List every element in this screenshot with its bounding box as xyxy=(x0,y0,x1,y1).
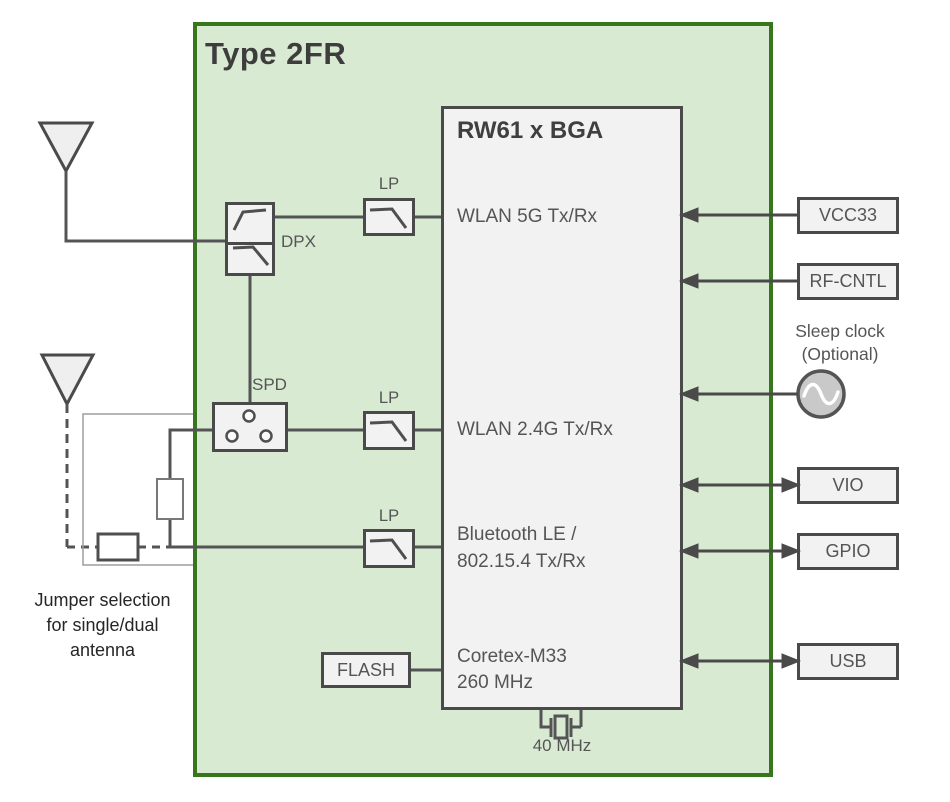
sleep-clock-label: Sleep clock (Optional) xyxy=(775,320,905,366)
chip-title: RW61 x BGA xyxy=(457,117,604,144)
chip-port-cpu-line1: Coretex-M33 xyxy=(457,646,567,667)
dpx-label: DPX xyxy=(281,232,316,251)
antenna-1-icon xyxy=(37,121,95,175)
chip-rw61-block: RW61 x BGA WLAN 5G Tx/Rx WLAN 2.4G Tx/Rx… xyxy=(441,106,683,710)
jumper-enclosure-box xyxy=(82,413,193,566)
spd-switch-block xyxy=(212,402,288,452)
lowpass-filter-bt-block xyxy=(363,529,415,568)
sine-wave-icon xyxy=(802,382,840,406)
chip-port-bluetooth-line1: Bluetooth LE / xyxy=(457,524,577,545)
antenna-2-icon xyxy=(39,353,96,408)
arrowhead xyxy=(781,477,802,493)
io-box-vcc33: VCC33 xyxy=(797,197,899,234)
jumper-note-line1: Jumper selection xyxy=(34,590,171,610)
lowpass-filter-5g-block xyxy=(363,198,415,236)
lp1-label: LP xyxy=(378,175,400,193)
sleep-clock-label-line1: Sleep clock xyxy=(795,321,885,341)
spd-label: SPD xyxy=(252,375,287,394)
io-box-vio: VIO xyxy=(797,467,899,504)
module-title: Type 2FR xyxy=(205,36,347,71)
jumper-vertical-icon xyxy=(156,478,184,520)
jumper-note-line2: for single/dual xyxy=(46,615,159,635)
jumper-horizontal-icon xyxy=(96,532,140,562)
crystal-frequency-label: 40 MHz xyxy=(532,736,592,755)
chip-port-cpu: Coretex-M33 260 MHz xyxy=(457,644,567,696)
lp2-label: LP xyxy=(378,389,400,407)
chip-port-wlan24g: WLAN 2.4G Tx/Rx xyxy=(457,419,613,440)
arrowhead xyxy=(781,543,802,559)
duplexer-divider xyxy=(228,242,272,245)
arrowhead xyxy=(781,653,802,669)
flash-block: FLASH xyxy=(321,652,411,688)
jumper-note-line3: antenna xyxy=(69,640,136,660)
sleep-clock-icon xyxy=(796,369,846,419)
jumper-note: Jumper selection for single/dual antenna xyxy=(15,588,190,663)
chip-port-bluetooth-line2: 802.15.4 Tx/Rx xyxy=(457,551,586,572)
lp3-label: LP xyxy=(378,507,400,525)
lowpass-filter-24g-block xyxy=(363,411,415,450)
io-box-rf-cntl: RF-CNTL xyxy=(797,263,899,300)
duplexer-block xyxy=(225,202,275,276)
chip-port-bluetooth: Bluetooth LE / 802.15.4 Tx/Rx xyxy=(457,521,586,575)
io-box-gpio: GPIO xyxy=(797,533,899,570)
chip-port-wlan5g: WLAN 5G Tx/Rx xyxy=(457,206,598,227)
sleep-clock-label-line2: (Optional) xyxy=(801,344,879,364)
chip-port-cpu-line2: 260 MHz xyxy=(457,672,534,693)
io-box-usb: USB xyxy=(797,643,899,680)
